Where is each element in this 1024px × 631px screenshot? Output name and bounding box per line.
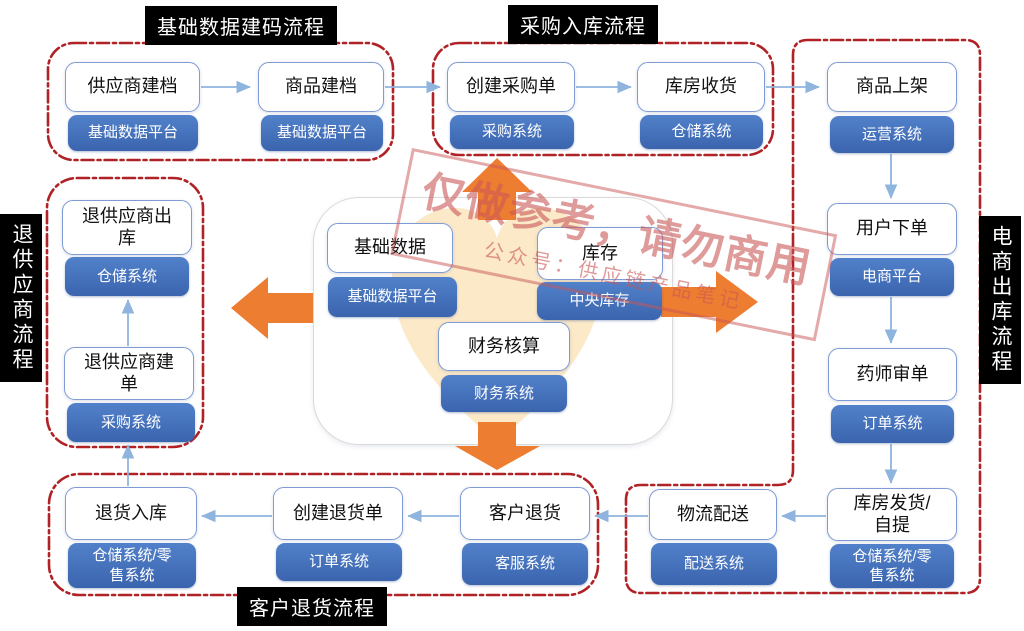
step-customer-return: 客户退货 [460,487,590,540]
step-create-po: 创建采购单 [447,62,575,112]
system-label-product-archive: 基础数据平台 [261,115,383,151]
header-customer-return-flow: 客户退货流程 [237,587,387,626]
hub-system-central-inventory: 中央库存 [537,282,662,320]
system-label-supplier-archive: 基础数据平台 [68,115,198,151]
step-return-inbound: 退货入库 [65,487,197,540]
hub-system-finance: 财务系统 [441,375,567,412]
step-warehouse-receive: 库房收货 [637,62,765,112]
header-supplier-return-flow: 退供应商流程 [0,214,42,382]
system-label-supplier-return-outbound: 仓储系统 [65,257,189,296]
step-pharmacist-review: 药师审单 [828,348,957,401]
system-label-pharmacist-review: 订单系统 [831,405,954,443]
system-label-warehouse-receive: 仓储系统 [640,115,763,149]
step-warehouse-ship: 库房发货/自提 [827,488,957,541]
header-purchase-flow: 采购入库流程 [508,5,658,44]
system-label-customer-return: 客服系统 [462,543,588,585]
system-label-supplier-return-order: 采购系统 [67,403,195,442]
system-label-logistics-delivery: 配送系统 [651,543,777,585]
hub-system-base-data-platform: 基础数据平台 [328,277,457,317]
hub-module-base-data: 基础数据 [327,223,453,273]
system-label-return-inbound: 仓储系统/零售系统 [68,543,196,588]
header-ecommerce-flow: 电商出库流程 [979,216,1021,384]
hub-module-inventory: 库存 [537,227,663,280]
block-arrow-left [231,277,313,339]
step-create-return-order: 创建退货单 [273,487,403,540]
step-supplier-return-outbound: 退供应商出库 [62,200,192,255]
step-product-archive: 商品建档 [258,62,384,112]
step-user-order: 用户下单 [827,203,957,255]
hub-module-finance: 财务核算 [438,322,570,371]
system-label-warehouse-ship: 仓储系统/零售系统 [830,544,954,588]
step-logistics-delivery: 物流配送 [649,489,777,540]
system-label-create-return-order: 订单系统 [276,543,402,581]
system-label-user-order: 电商平台 [830,258,954,296]
step-supplier-return-order: 退供应商建单 [64,347,194,400]
system-label-create-po: 采购系统 [450,115,574,149]
step-product-listing: 商品上架 [827,62,957,112]
header-base-data-flow: 基础数据建码流程 [145,6,337,45]
block-arrow-right [661,271,758,333]
system-label-product-listing: 运营系统 [830,116,954,153]
step-supplier-archive: 供应商建档 [65,62,200,112]
